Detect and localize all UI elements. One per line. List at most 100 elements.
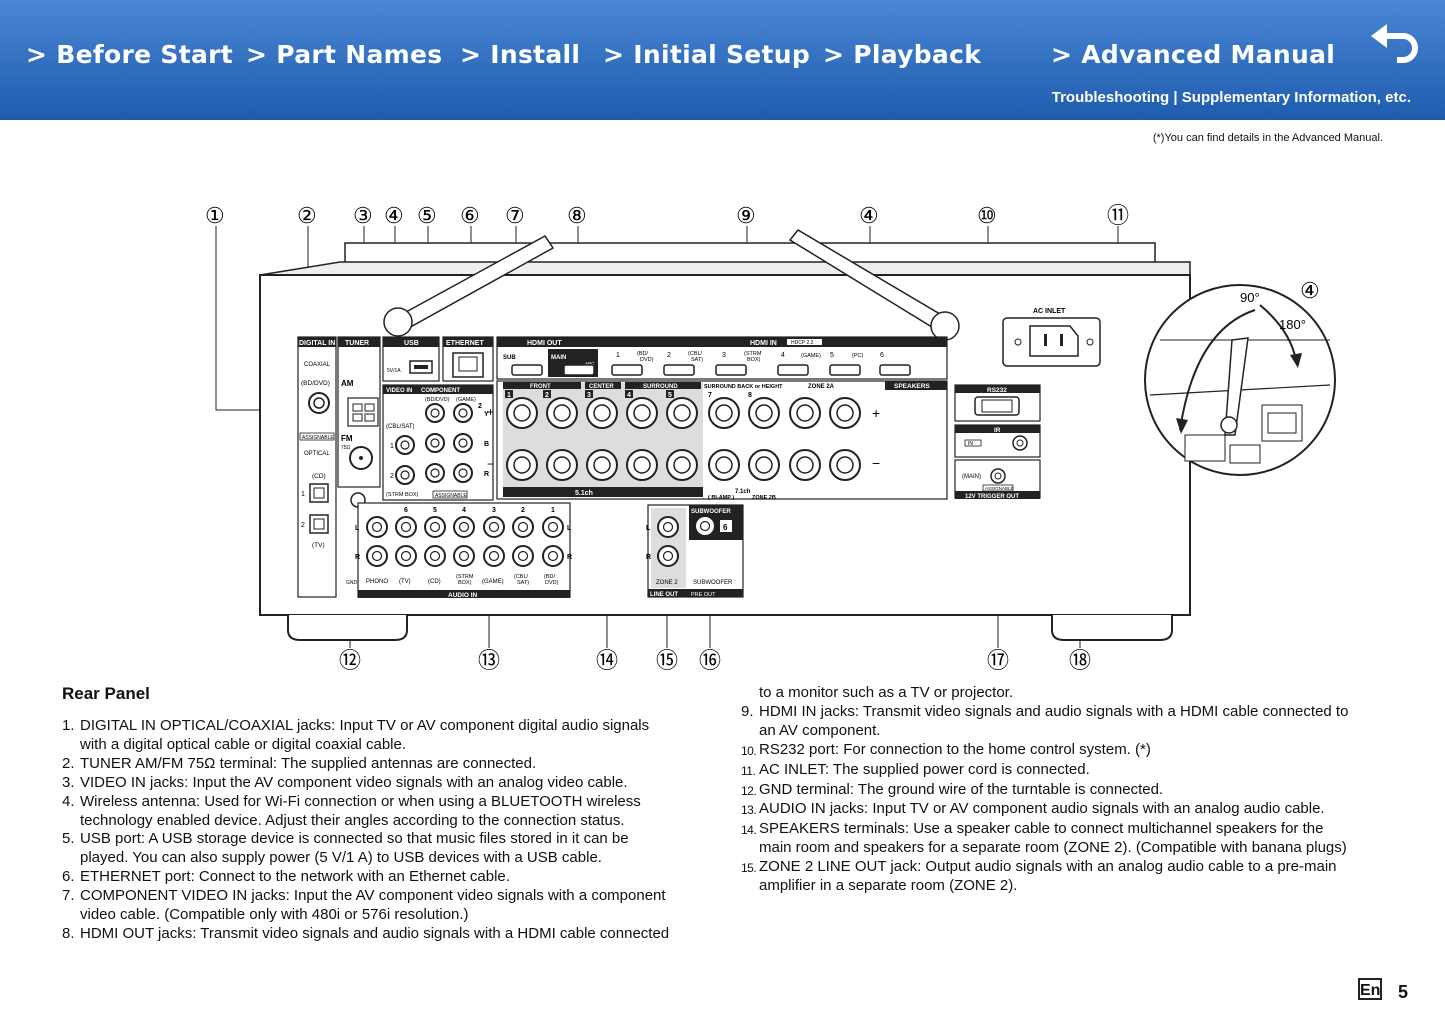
list-item-text: RS232 port: For connection to the home c… xyxy=(759,741,1401,761)
nav-advanced-manual[interactable]: > Advanced Manual xyxy=(1051,40,1336,69)
callout-11: ⑪ xyxy=(1107,203,1129,228)
svg-text:4: 4 xyxy=(781,352,785,359)
right-panel: AC INLET RS232 IR IN (MAIN) ASSIGNABLE 1… xyxy=(954,308,1101,500)
list-item-line: an AV component. xyxy=(759,721,881,739)
list-item-number: 6. xyxy=(62,868,75,886)
svg-text:2: 2 xyxy=(521,507,525,514)
audio-r-label: R xyxy=(355,554,360,561)
list-item-number: 2. xyxy=(62,754,75,772)
list-item-text: HDMI OUT jacks: Transmit video signals a… xyxy=(80,925,722,944)
nav-initial-setup[interactable]: > Initial Setup xyxy=(603,40,811,69)
audio-l-label: L xyxy=(355,525,360,532)
hdmi-panel: HDMI OUT HDMI IN HDCP 2.2 SUB MAIN ARC 1… xyxy=(496,336,948,380)
list-item-text: TUNER AM/FM 75Ω terminal: The supplied a… xyxy=(80,755,722,774)
list-item-number: 15. xyxy=(741,861,757,876)
list-item: 5.USB port: A USB storage device is conn… xyxy=(62,830,722,868)
list-item-line: technology enabled device. Adjust their … xyxy=(80,811,625,829)
list-item-line: ZONE 2 LINE OUT jack: Output audio signa… xyxy=(759,858,1337,876)
nav-playback[interactable]: > Playback xyxy=(823,40,982,69)
component-b-label: B xyxy=(484,441,489,448)
list-item-line: DIGITAL IN OPTICAL/COAXIAL jacks: Input … xyxy=(80,717,650,734)
wireless-antenna-right xyxy=(788,229,960,341)
svg-text:BOX): BOX) xyxy=(747,357,761,363)
list-item-number: 11. xyxy=(741,763,756,778)
trigger-assignable-label: ASSIGNABLE xyxy=(985,486,1014,491)
pre-out-label: PRE OUT xyxy=(691,592,716,598)
callout-18: ⑱ xyxy=(1069,648,1091,673)
component-bd-dvd-label: (BD/DVD) xyxy=(425,397,450,403)
list-item-number: 8. xyxy=(62,924,75,942)
svg-text:1: 1 xyxy=(507,392,511,399)
callout-4a: ④ xyxy=(384,203,404,228)
callout-12: ⑫ xyxy=(339,648,361,673)
svg-text:DVD): DVD) xyxy=(640,357,654,363)
list-item-line: VIDEO IN jacks: Input the AV component v… xyxy=(80,773,628,791)
ac-inlet-label: AC INLET xyxy=(1033,308,1066,315)
zone2a-label: ZONE 2A xyxy=(808,384,835,390)
callout-4-inset: ④ xyxy=(1300,278,1320,303)
list-item-line: TUNER AM/FM 75Ω terminal: The supplied a… xyxy=(80,754,537,772)
svg-text:+: + xyxy=(487,405,494,419)
list-item-text: DIGITAL IN OPTICAL/COAXIAL jacks: Input … xyxy=(80,717,722,755)
list-item-line: HDMI IN jacks: Transmit video signals an… xyxy=(759,702,1349,720)
fm-label: FM xyxy=(341,434,353,443)
callout-numbers: ① ② ③ ④ ⑤ ⑥ ⑦ ⑧ ⑨ ④ ⑩ ⑪ ④ ⑫ ⑬ ⑭ ⑮ ⑯ ⑰ ⑱ xyxy=(205,203,1320,673)
video-in-panel: VIDEO IN COMPONENT (CBL/SAT) (STRM BOX) … xyxy=(382,384,494,501)
svg-text:4: 4 xyxy=(627,392,631,399)
callout-2: ② xyxy=(297,203,317,228)
list-item-line: with a digital optical cable or digital … xyxy=(80,735,407,753)
list-item: 3.VIDEO IN jacks: Input the AV component… xyxy=(62,774,722,793)
list-item-number: 5. xyxy=(62,830,75,848)
svg-text:R: R xyxy=(567,554,572,561)
callout-8: ⑧ xyxy=(567,203,587,228)
fm-ohm-label: 75Ω xyxy=(341,445,351,451)
zone2-subwoofer-panel: SUBWOOFER L R 6 ZONE 2 SUBWOOFER LINE OU… xyxy=(646,504,744,598)
svg-text:SAT): SAT) xyxy=(691,357,703,363)
video-cbl-sat-label: (CBL/SAT) xyxy=(386,424,415,430)
header-bar: > Before Start > Part Names > Install > … xyxy=(0,0,1445,120)
return-arrow-icon[interactable] xyxy=(1369,20,1425,68)
svg-text:7: 7 xyxy=(708,392,712,399)
svg-text:(PC): (PC) xyxy=(852,353,863,359)
ir-in-label: IN xyxy=(968,441,973,447)
video-strm-box-label: (STRM BOX) xyxy=(386,492,419,498)
hdcp-label: HDCP 2.2 xyxy=(791,340,814,346)
angle-180-label: 180° xyxy=(1279,317,1306,332)
usb-ethernet-panel: USB 5V/1A ETHERNET xyxy=(382,336,494,382)
usb-power-label: 5V/1A xyxy=(387,368,401,374)
component-game-label: (GAME) xyxy=(456,397,476,403)
svg-text:(STRM: (STRM xyxy=(744,351,762,357)
svg-text:BOX): BOX) xyxy=(458,580,472,586)
list-item: 1.DIGITAL IN OPTICAL/COAXIAL jacks: Inpu… xyxy=(62,717,722,755)
list-item-text: ZONE 2 LINE OUT jack: Output audio signa… xyxy=(759,858,1401,896)
svg-text:−: − xyxy=(487,457,494,471)
audio-in-label: AUDIO IN xyxy=(448,592,478,599)
nav-part-names[interactable]: > Part Names xyxy=(246,40,443,69)
svg-text:5: 5 xyxy=(830,352,834,359)
callout-6: ⑥ xyxy=(460,203,480,228)
nav-supplementary[interactable]: Supplementary Information, etc. xyxy=(1181,89,1411,106)
list-item-line: ETHERNET port: Connect to the network wi… xyxy=(80,868,510,886)
list-item-number: 10. xyxy=(741,743,757,758)
usb-label: USB xyxy=(404,340,419,347)
trigger-out-label: 12V TRIGGER OUT xyxy=(965,494,1019,500)
trigger-main-label: (MAIN) xyxy=(962,474,981,480)
nav-troubleshooting[interactable]: Troubleshooting xyxy=(1051,89,1170,106)
list-continuation: to a monitor such as a TV or projector. xyxy=(759,684,1014,701)
subnav-separator: | xyxy=(1169,89,1182,106)
rear-panel-diagram: DIGITAL IN COAXIAL (BD/DVD) ASSIGNABLE O… xyxy=(0,195,1445,685)
subwoofer-bottom-label: SUBWOOFER xyxy=(693,580,733,586)
callout-14: ⑭ xyxy=(596,648,618,673)
svg-text:8: 8 xyxy=(748,392,752,399)
audio-in-cd-label: (CD) xyxy=(428,579,441,585)
list-item-text: ETHERNET port: Connect to the network wi… xyxy=(80,868,722,887)
svg-text:(GAME): (GAME) xyxy=(801,353,821,359)
svg-text:4: 4 xyxy=(462,507,466,514)
video-in-label: VIDEO IN xyxy=(386,388,412,394)
nav-before-start[interactable]: > Before Start xyxy=(26,40,234,69)
nav-install[interactable]: > Install xyxy=(460,40,581,69)
subnav: Troubleshooting | Supplementary Informat… xyxy=(1052,89,1411,106)
svg-text:2: 2 xyxy=(390,473,394,480)
rear-panel-list-right: to a monitor such as a TV or projector. … xyxy=(741,684,1401,896)
list-item-line: video cable. (Compatible only with 480i … xyxy=(80,906,469,924)
